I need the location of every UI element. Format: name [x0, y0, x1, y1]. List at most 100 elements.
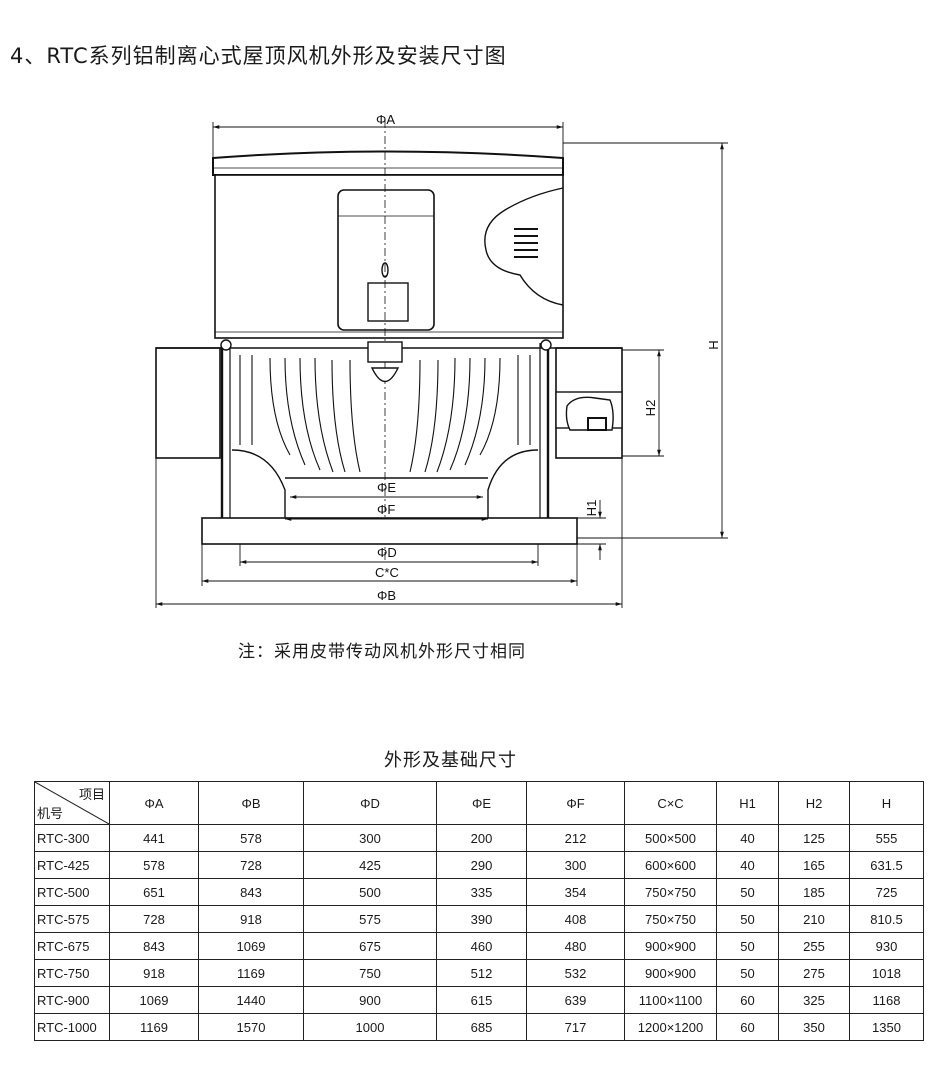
- value-cell: 575: [303, 905, 437, 933]
- value-cell: 50: [716, 905, 779, 933]
- value-cell: 255: [778, 932, 850, 960]
- value-cell: 200: [436, 824, 527, 852]
- value-cell: 1018: [849, 959, 924, 987]
- value-cell: 125: [778, 824, 850, 852]
- value-cell: 335: [436, 878, 527, 906]
- model-cell: RTC-750: [34, 959, 110, 987]
- value-cell: 900×900: [624, 959, 717, 987]
- value-cell: 1200×1200: [624, 1013, 717, 1041]
- dim-cxc-label: C*C: [375, 565, 399, 580]
- value-cell: 651: [109, 878, 199, 906]
- value-cell: 512: [436, 959, 527, 987]
- value-cell: 212: [526, 824, 625, 852]
- value-cell: 685: [436, 1013, 527, 1041]
- value-cell: 843: [198, 878, 304, 906]
- value-cell: 185: [778, 878, 850, 906]
- model-cell: RTC-575: [34, 905, 110, 933]
- value-cell: 1440: [198, 986, 304, 1014]
- page-title: 4、RTC系列铝制离心式屋顶风机外形及安装尺寸图: [10, 44, 507, 68]
- value-cell: 600×600: [624, 851, 717, 879]
- corner-item-label: 项目: [78, 787, 105, 802]
- value-cell: 1350: [849, 1013, 924, 1041]
- value-cell: 639: [526, 986, 625, 1014]
- value-cell: 40: [716, 851, 779, 879]
- fan-outline-drawing: ΦA ΦE ΦF ΦD C*C ΦB H H2 H1: [155, 112, 728, 608]
- table-header-row: 项目 机号 ΦA ΦB ΦD ΦE ΦF C×C H1 H2 H: [34, 781, 924, 825]
- value-cell: 50: [716, 959, 779, 987]
- value-cell: 578: [109, 851, 199, 879]
- value-cell: 425: [303, 851, 437, 879]
- value-cell: 810.5: [849, 905, 924, 933]
- model-cell: RTC-1000: [34, 1013, 110, 1041]
- curb-left: [155, 347, 221, 459]
- column-header: ΦF: [526, 781, 625, 825]
- value-cell: 930: [849, 932, 924, 960]
- table-title: 外形及基础尺寸: [384, 750, 517, 771]
- value-cell: 300: [303, 824, 437, 852]
- model-cell: RTC-425: [34, 851, 110, 879]
- inlet-shroud: [231, 449, 286, 518]
- value-cell: 918: [198, 905, 304, 933]
- dim-h-label: H: [706, 340, 721, 349]
- value-cell: 675: [303, 932, 437, 960]
- value-cell: 900: [303, 986, 437, 1014]
- value-cell: 290: [436, 851, 527, 879]
- dim-phiB-label: ΦB: [377, 588, 396, 603]
- value-cell: 555: [849, 824, 924, 852]
- value-cell: 900×900: [624, 932, 717, 960]
- vent-slots: [514, 228, 538, 258]
- value-cell: 50: [716, 932, 779, 960]
- column-header: H1: [716, 781, 779, 825]
- value-cell: 750×750: [624, 905, 717, 933]
- value-cell: 728: [109, 905, 199, 933]
- column-header: H: [849, 781, 924, 825]
- value-cell: 480: [526, 932, 625, 960]
- model-cell: RTC-300: [34, 824, 110, 852]
- value-cell: 40: [716, 824, 779, 852]
- model-cell: RTC-900: [34, 986, 110, 1014]
- model-cell: RTC-675: [34, 932, 110, 960]
- value-cell: 300: [526, 851, 625, 879]
- impeller-blades: [239, 355, 531, 473]
- dim-phiE-label: ΦE: [377, 480, 396, 495]
- value-cell: 750×750: [624, 878, 717, 906]
- value-cell: 1000: [303, 1013, 437, 1041]
- column-header: C×C: [624, 781, 717, 825]
- dim-h1-label: H1: [584, 500, 599, 517]
- value-cell: 390: [436, 905, 527, 933]
- base-plate: [201, 517, 578, 545]
- dim-phiD-label: ΦD: [377, 545, 397, 560]
- column-header: ΦB: [198, 781, 304, 825]
- value-cell: 1169: [198, 959, 304, 987]
- value-cell: 408: [526, 905, 625, 933]
- value-cell: 918: [109, 959, 199, 987]
- cutaway-outline: [484, 187, 564, 306]
- column-header: ΦA: [109, 781, 199, 825]
- dim-phiF-label: ΦF: [377, 502, 395, 517]
- value-cell: 500×500: [624, 824, 717, 852]
- value-cell: 532: [526, 959, 625, 987]
- dim-phiA-label: ΦA: [376, 112, 395, 127]
- column-header: H2: [778, 781, 850, 825]
- dim-h2-label: H2: [643, 400, 658, 417]
- corner-model-label: 机号: [37, 806, 64, 821]
- value-cell: 717: [526, 1013, 625, 1041]
- value-cell: 1069: [198, 932, 304, 960]
- value-cell: 441: [109, 824, 199, 852]
- value-cell: 325: [778, 986, 850, 1014]
- value-cell: 165: [778, 851, 850, 879]
- model-cell: RTC-500: [34, 878, 110, 906]
- value-cell: 1168: [849, 986, 924, 1014]
- value-cell: 725: [849, 878, 924, 906]
- value-cell: 275: [778, 959, 850, 987]
- dimension-table: 项目 机号 ΦA ΦB ΦD ΦE ΦF C×C H1 H2 H RTC-300…: [34, 781, 924, 1041]
- value-cell: 460: [436, 932, 527, 960]
- value-cell: 210: [778, 905, 850, 933]
- value-cell: 578: [198, 824, 304, 852]
- value-cell: 354: [526, 878, 625, 906]
